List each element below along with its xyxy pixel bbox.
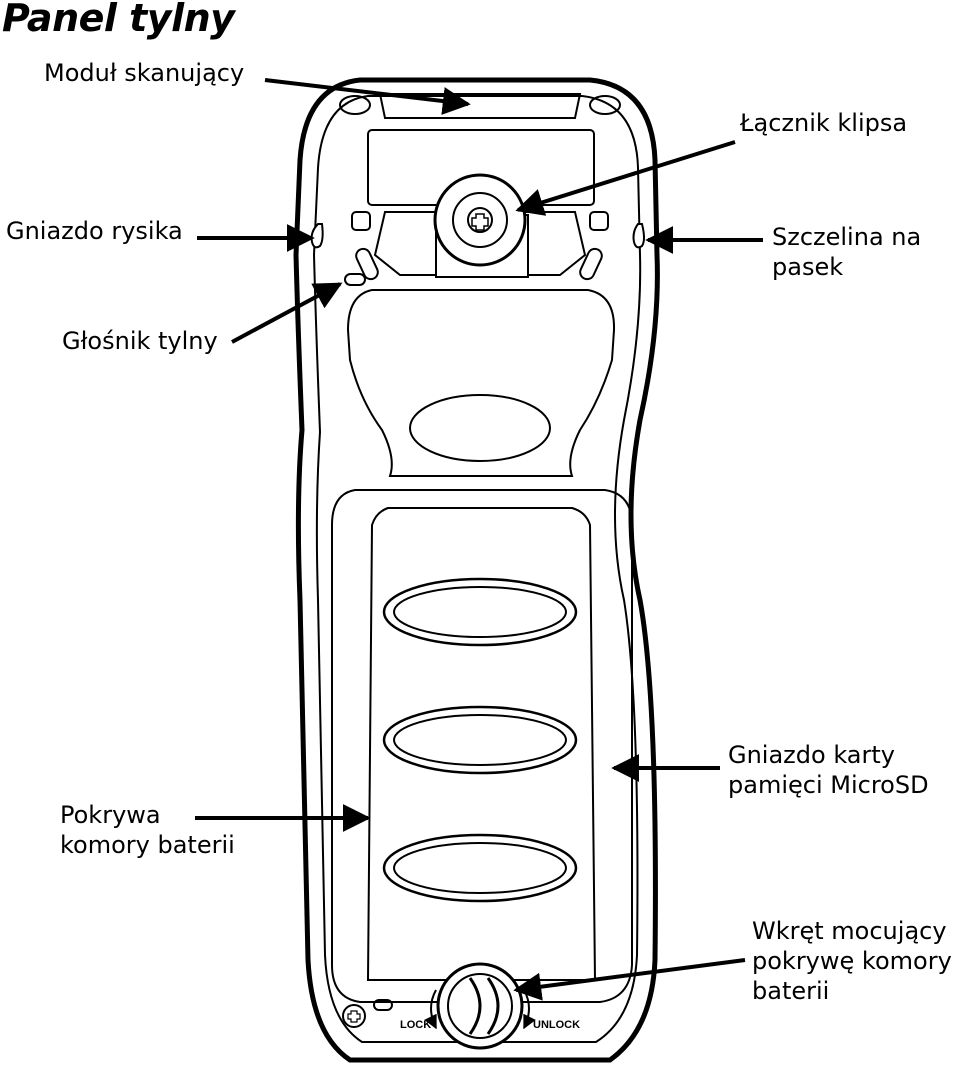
bottom-slot: [373, 999, 393, 1011]
lock-arrow-icon: [424, 989, 437, 1030]
arrow-battery-screw: [513, 958, 746, 1001]
label-microsd-slot: Gniazdo karty pamięci MicroSD: [728, 741, 929, 799]
bottom-screw-icon: [342, 1004, 366, 1028]
right-angled-slot: [579, 247, 603, 281]
lock-text: LOCK: [400, 1019, 431, 1031]
top-left-bump: [339, 95, 371, 115]
strap-slot: [632, 223, 645, 249]
label-battery-screw: Wkręt mocujący pokrywę komory baterii: [752, 917, 952, 1005]
label-scanner-module: Moduł skanujący: [44, 59, 245, 87]
rear-speaker: [344, 273, 366, 286]
top-right-bump: [589, 95, 621, 115]
battery-grip-oval-3-inner: [393, 842, 567, 894]
battery-screw-slot: [468, 977, 500, 1035]
grip-oval: [409, 394, 551, 462]
device-inner-rim: [312, 95, 642, 1043]
label-battery-cover: Pokrywa komory baterii: [60, 801, 235, 859]
right-square-bump: [589, 211, 609, 231]
arrow-scanner-module: [264, 78, 471, 115]
label-stylus-socket: Gniazdo rysika: [6, 217, 183, 245]
bottom-screw-cross: [347, 1010, 361, 1023]
battery-grip-oval-1-inner: [393, 586, 567, 638]
battery-grip-oval-2-outer: [382, 705, 578, 775]
arrow-clip-connector: [515, 140, 736, 216]
scanner-window: [378, 93, 582, 119]
page-title: Panel tylny: [2, 0, 235, 40]
battery-grip-oval-3-outer: [382, 833, 578, 903]
battery-grip-oval-2-inner: [393, 714, 567, 766]
battery-cover-outer: [331, 489, 633, 1003]
left-square-bump: [351, 211, 371, 231]
device-outline: [293, 77, 660, 1063]
label-strap-slot: Szczelina na pasek: [772, 223, 922, 281]
label-rear-speaker: Głośnik tylny: [62, 327, 218, 355]
battery-grip-oval-1-outer: [382, 577, 578, 647]
clip-screw-cross: [471, 213, 489, 231]
label-clip-connector: Łącznik klipsa: [740, 109, 908, 137]
left-angled-slot: [355, 247, 379, 281]
grip-panel: [346, 289, 616, 477]
unlock-text: UNLOCK: [533, 1019, 580, 1031]
arrow-rear-speaker: [231, 282, 343, 344]
